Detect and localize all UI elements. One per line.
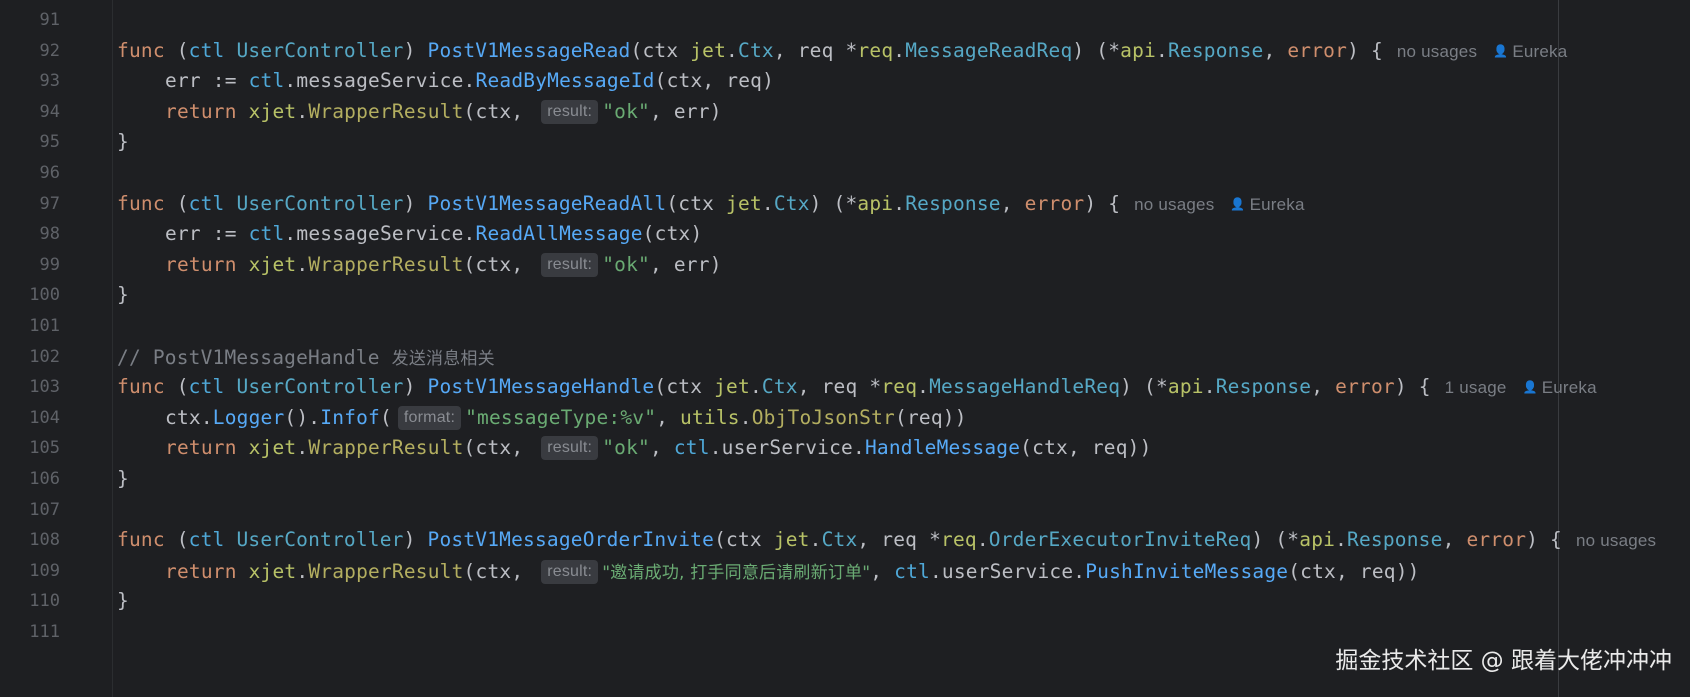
user-icon: 👤 [1522,380,1538,394]
code-line: 107 [0,493,1690,526]
code-text[interactable]: func (ctl UserController) PostV1MessageR… [117,39,1568,62]
line-number: 106 [29,468,60,489]
code-text[interactable]: } [117,283,129,306]
usages-hint[interactable]: no usages [1396,42,1478,61]
code-text[interactable]: } [117,589,129,612]
code-line: 97 func (ctl UserController) PostV1Messa… [0,187,1690,220]
code-text[interactable]: return xjet.WrapperResult(ctx, result:"o… [165,252,722,277]
code-line: 95 } [0,125,1690,158]
code-line: 110 } [0,584,1690,617]
usages-hint[interactable]: 1 usage [1444,378,1507,397]
code-line: 100 } [0,278,1690,311]
line-number: 105 [29,437,60,458]
code-line: 96 [0,156,1690,189]
code-line: 101 [0,309,1690,342]
line-number: 91 [39,9,60,30]
line-number: 92 [39,40,60,61]
user-icon: 👤 [1230,197,1246,211]
user-icon: 👤 [1493,44,1509,58]
line-number: 95 [39,131,60,152]
code-line: 104 ctx.Logger().Infof(format:"messageTy… [0,401,1690,434]
code-text[interactable]: ctx.Logger().Infof(format:"messageType:%… [165,405,967,430]
gutter-separator [112,0,113,697]
author-hint[interactable]: 👤Eureka [1230,195,1305,214]
line-number: 103 [29,376,60,397]
line-number: 98 [39,223,60,244]
code-text[interactable]: func (ctl UserController) PostV1MessageH… [117,375,1597,398]
line-number: 102 [29,346,60,367]
code-line: 105 return xjet.WrapperResult(ctx, resul… [0,431,1690,464]
function-name: PostV1MessageReadAll [427,192,667,215]
usages-hint[interactable]: no usages [1134,195,1215,214]
line-number: 101 [29,315,60,336]
code-text[interactable]: func (ctl UserController) PostV1MessageO… [117,528,1657,551]
line-number: 107 [29,499,60,520]
parameter-hint: result: [541,252,599,277]
line-number: 104 [29,407,60,428]
function-name: PostV1MessageOrderInvite [427,528,715,551]
line-number: 100 [29,284,60,305]
code-line: 94 return xjet.WrapperResult(ctx, result… [0,95,1690,128]
code-text[interactable]: return xjet.WrapperResult(ctx, result:"o… [165,99,722,124]
code-line: 109 return xjet.WrapperResult(ctx, resul… [0,554,1690,587]
code-text[interactable]: return xjet.WrapperResult(ctx, result:"邀… [165,559,1420,584]
line-number: 110 [29,590,60,611]
code-line: 102 // PostV1MessageHandle 发送消息相关 [0,340,1690,373]
code-line: 99 return xjet.WrapperResult(ctx, result… [0,248,1690,281]
line-number: 97 [39,193,60,214]
line-number: 111 [29,621,60,642]
author-hint[interactable]: 👤Eureka [1522,378,1597,397]
code-text[interactable]: err := ctl.messageService.ReadAllMessage… [165,222,703,245]
code-line: 98 err := ctl.messageService.ReadAllMess… [0,217,1690,250]
code-line: 106 } [0,462,1690,495]
code-text[interactable]: } [117,130,129,153]
function-name: PostV1MessageRead [427,39,631,62]
parameter-hint: result: [541,559,599,584]
function-name: PostV1MessageHandle [427,375,655,398]
code-comment[interactable]: // PostV1MessageHandle 发送消息相关 [117,346,495,369]
code-line: 93 err := ctl.messageService.ReadByMessa… [0,64,1690,97]
line-number: 94 [39,101,60,122]
code-line: 92 func (ctl UserController) PostV1Messa… [0,34,1690,67]
line-number: 96 [39,162,60,183]
usages-hint[interactable]: no usages [1575,531,1657,550]
code-text[interactable]: err := ctl.messageService.ReadByMessageI… [165,69,775,92]
code-line: 111 [0,615,1690,648]
line-number-gutter [0,0,110,697]
code-text[interactable]: } [117,467,129,490]
code-line: 91 [0,3,1690,36]
line-number: 99 [39,254,60,275]
right-margin-guide [1558,0,1559,697]
watermark: 掘金技术社区 @ 跟着大佬冲冲冲 [1335,648,1672,674]
line-number: 93 [39,70,60,91]
parameter-hint: format: [397,405,462,430]
parameter-hint: result: [541,435,599,460]
code-line: 103 func (ctl UserController) PostV1Mess… [0,370,1690,403]
line-number: 108 [29,529,60,550]
parameter-hint: result: [541,99,599,124]
code-text[interactable]: return xjet.WrapperResult(ctx, result:"o… [165,435,1152,460]
code-line: 108 func (ctl UserController) PostV1Mess… [0,523,1690,556]
code-text[interactable]: func (ctl UserController) PostV1MessageR… [117,192,1305,215]
author-hint[interactable]: 👤Eureka [1493,42,1568,61]
line-number: 109 [29,560,60,581]
